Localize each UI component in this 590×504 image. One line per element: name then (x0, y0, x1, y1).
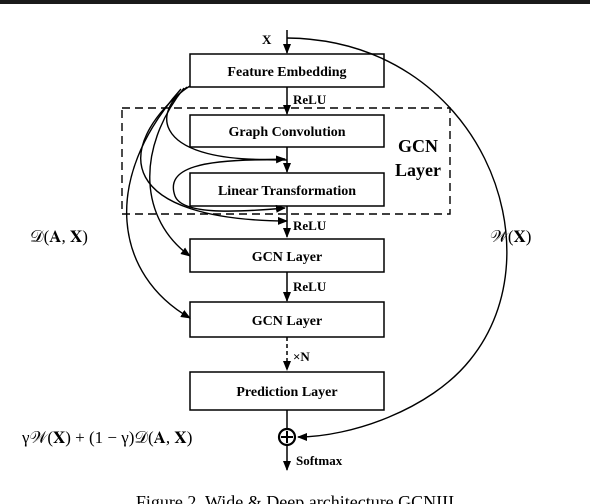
gcn-layer-group (121, 107, 451, 215)
deep-path-label: 𝒟(𝐀, 𝐗) (30, 227, 88, 246)
skip-to-gcn-layer-2 (126, 88, 191, 319)
prediction-layer-box (189, 371, 385, 411)
linear-transformation-box (189, 172, 385, 207)
gcn-group-label-line1: GCN (398, 136, 438, 156)
skip-to-gcn-layer-1 (149, 87, 191, 257)
input-label-x: X (262, 32, 272, 47)
gcn-layer-2-label: GCN Layer (252, 314, 322, 329)
relu-label-1: ReLU (293, 92, 327, 107)
wide-path-label: 𝒲(𝐗) (490, 227, 531, 246)
skip-to-linear-output (140, 86, 288, 225)
gcn-layer-1-box (189, 238, 385, 273)
relu-label-3: ReLU (293, 279, 327, 294)
repeat-label: ×N (293, 349, 310, 364)
feature-embedding-box (189, 53, 385, 88)
gcn-group-label-line2: Layer (395, 160, 441, 180)
combination-formula: γ𝒲(𝐗) + (1 − γ)𝒟(𝐀, 𝐗) (21, 428, 192, 447)
graph-convolution-box (189, 114, 385, 148)
figure-caption: Figure 2. Wide & Deep architecture GCNII… (136, 492, 454, 504)
top-rule (0, 0, 590, 4)
inner-loop-connection (172, 159, 288, 213)
wide-path-arrow (286, 37, 508, 441)
gcn-layer-2-box (189, 301, 385, 338)
relu-label-2: ReLU (293, 218, 327, 233)
graph-convolution-label: Graph Convolution (228, 125, 345, 140)
gcn-layer-1-label: GCN Layer (252, 250, 322, 265)
linear-transformation-label: Linear Transformation (218, 184, 356, 199)
feature-embedding-label: Feature Embedding (227, 65, 346, 80)
softmax-label: Softmax (296, 453, 343, 468)
prediction-layer-label: Prediction Layer (236, 385, 337, 400)
